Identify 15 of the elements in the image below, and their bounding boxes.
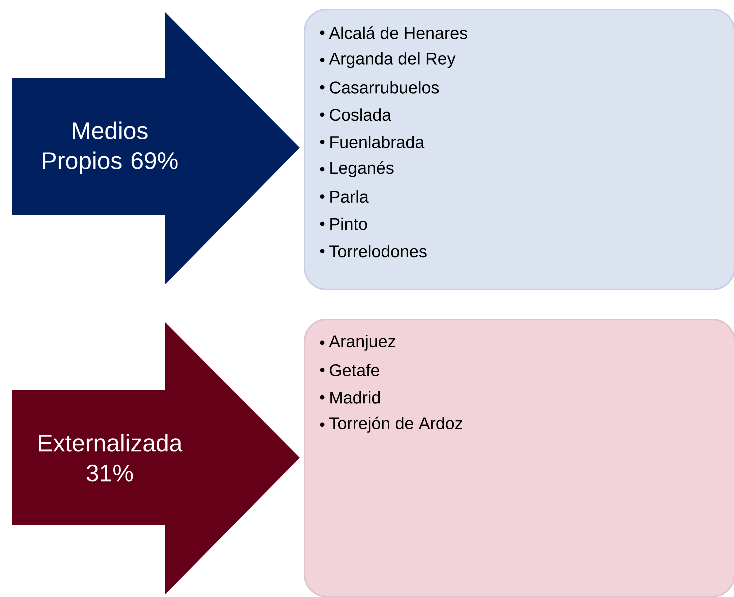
list-item: Fuenlabrada (320, 136, 425, 148)
rounded-box (304, 319, 734, 597)
list-item: Aranjuez (320, 335, 396, 351)
list-item: Getafe (320, 364, 380, 377)
list-item: Torrejón de Ardoz (320, 416, 462, 433)
list-item: Pinto (320, 218, 368, 230)
list-item: Casarrubuelos (320, 81, 440, 94)
list-item: Torrelodones (320, 245, 427, 258)
list-item: Arganda del Rey (320, 52, 456, 68)
list-item: Leganés (320, 161, 394, 178)
list-item: Alcalá de Henares (320, 26, 468, 40)
list-item: Madrid (320, 391, 380, 404)
list-item: Parla (320, 190, 369, 204)
list-item: Coslada (320, 108, 392, 122)
rounded-box (304, 9, 734, 290)
